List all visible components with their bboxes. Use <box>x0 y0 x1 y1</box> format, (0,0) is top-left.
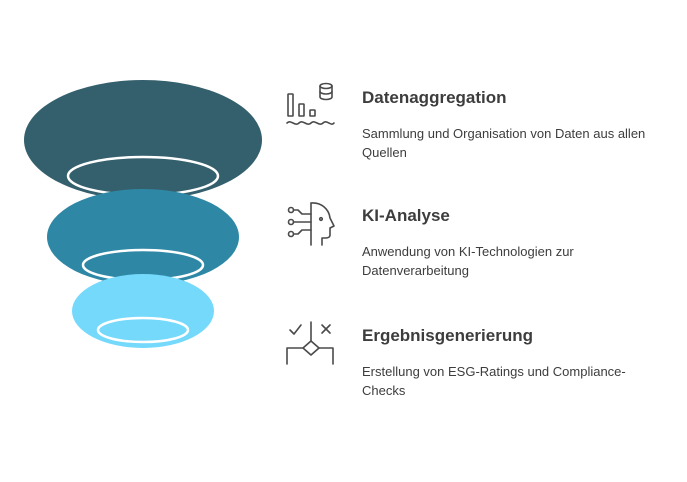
step-description: Anwendung von KI-Technologien zur Datenv… <box>362 244 574 278</box>
step-description: Erstellung von ESG-Ratings und Complianc… <box>362 364 626 398</box>
step-title: Ergebnisgenerierung <box>362 326 533 345</box>
data-aggregation-icon <box>286 82 335 125</box>
ai-head-icon <box>287 202 335 246</box>
decision-icon <box>286 321 334 365</box>
step-description: Sammlung und Organisation von Daten aus … <box>362 126 646 160</box>
step-title: Datenaggregation <box>362 88 507 107</box>
funnel-layer-bottom <box>72 274 214 348</box>
funnel-layer-top <box>24 80 262 200</box>
funnel-layer-middle <box>47 189 239 285</box>
step-title: KI-Analyse <box>362 206 450 225</box>
funnel-layer-top-body <box>24 80 262 200</box>
funnel-layer-middle-body <box>47 189 239 285</box>
funnel-diagram <box>24 80 262 348</box>
funnel-layer-bottom-body <box>72 274 214 348</box>
funnel-layer-bottom-ring <box>96 316 190 344</box>
